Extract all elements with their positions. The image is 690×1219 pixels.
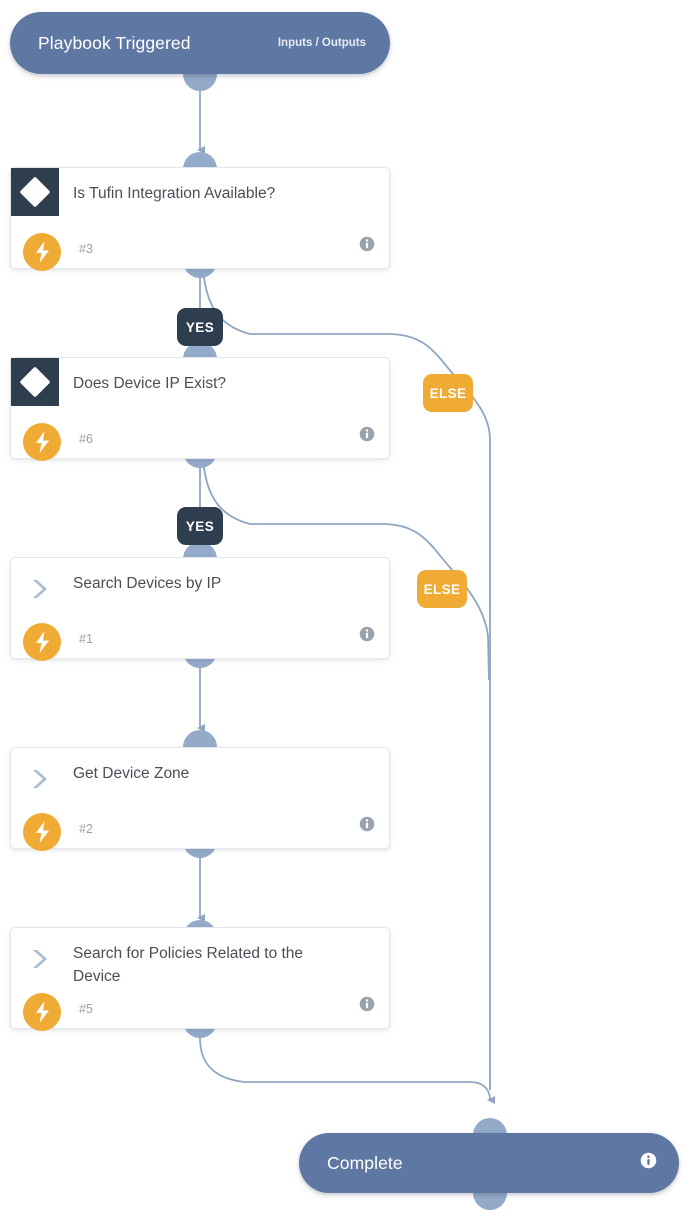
node-number: #6 xyxy=(79,432,93,446)
connector-out-end xyxy=(473,1193,507,1210)
end-node[interactable]: Complete xyxy=(299,1133,679,1193)
info-icon[interactable] xyxy=(359,816,375,837)
diamond-icon xyxy=(19,366,51,398)
branch-label-text: ELSE xyxy=(429,385,467,401)
condition-icon-container xyxy=(11,358,59,406)
chevron-right-icon xyxy=(27,766,57,792)
condition-icon-container xyxy=(11,168,59,216)
node-number: #5 xyxy=(79,1002,93,1016)
node-number: #3 xyxy=(79,242,93,256)
node-number: #2 xyxy=(79,822,93,836)
node-title: Get Device Zone xyxy=(73,765,190,782)
node-title: Search Devices by IP xyxy=(73,575,222,592)
branch-label-text: ELSE xyxy=(423,581,461,597)
node-card-is-tufin-integration-available[interactable]: Is Tufin Integration Available? #3 xyxy=(10,167,390,271)
connector-in-node-3 xyxy=(183,152,217,169)
node-title: Is Tufin Integration Available? xyxy=(73,185,276,202)
info-icon[interactable] xyxy=(359,626,375,647)
info-icon[interactable] xyxy=(359,426,375,447)
node-title: Search for Policies Related to the Devic… xyxy=(73,945,304,985)
lightning-bolt-icon xyxy=(23,233,61,271)
lightning-bolt-icon xyxy=(23,423,61,461)
connector-in-end xyxy=(473,1118,507,1135)
info-icon[interactable] xyxy=(359,996,375,1017)
node-card-does-device-ip-exist[interactable]: Does Device IP Exist? #6 xyxy=(10,357,390,461)
connector-in-node-2 xyxy=(183,730,217,747)
node-card-get-device-zone[interactable]: Get Device Zone #2 xyxy=(10,747,390,851)
info-icon[interactable] xyxy=(359,236,375,257)
start-node[interactable]: Playbook Triggered Inputs / Outputs xyxy=(10,12,390,74)
chevron-right-icon xyxy=(27,576,57,602)
lightning-bolt-icon xyxy=(23,813,61,851)
lightning-bolt-icon xyxy=(23,993,61,1031)
branch-label-else-node-6[interactable]: ELSE xyxy=(417,570,467,608)
node-card-search-devices-by-ip[interactable]: Search Devices by IP #1 xyxy=(10,557,390,661)
node-card-search-for-policies-related-to-the-device[interactable]: Search for Policies Related to the Devic… xyxy=(10,927,390,1031)
chevron-right-icon xyxy=(27,946,57,972)
node-title: Does Device IP Exist? xyxy=(73,375,227,392)
info-icon[interactable] xyxy=(640,1152,657,1174)
branch-label-text: YES xyxy=(185,319,215,335)
connector-out-start xyxy=(183,74,217,91)
lightning-bolt-icon xyxy=(23,623,61,661)
branch-label-else-node-3[interactable]: ELSE xyxy=(423,374,473,412)
node-number: #1 xyxy=(79,632,93,646)
branch-label-text: YES xyxy=(185,518,215,534)
diamond-icon xyxy=(19,176,51,208)
branch-label-yes-node-6[interactable]: YES xyxy=(177,507,223,545)
branch-label-yes-node-3[interactable]: YES xyxy=(177,308,223,346)
start-node-inputs-outputs-label[interactable]: Inputs / Outputs xyxy=(277,37,366,49)
start-node-title: Playbook Triggered xyxy=(38,32,191,53)
end-node-title: Complete xyxy=(327,1152,403,1173)
